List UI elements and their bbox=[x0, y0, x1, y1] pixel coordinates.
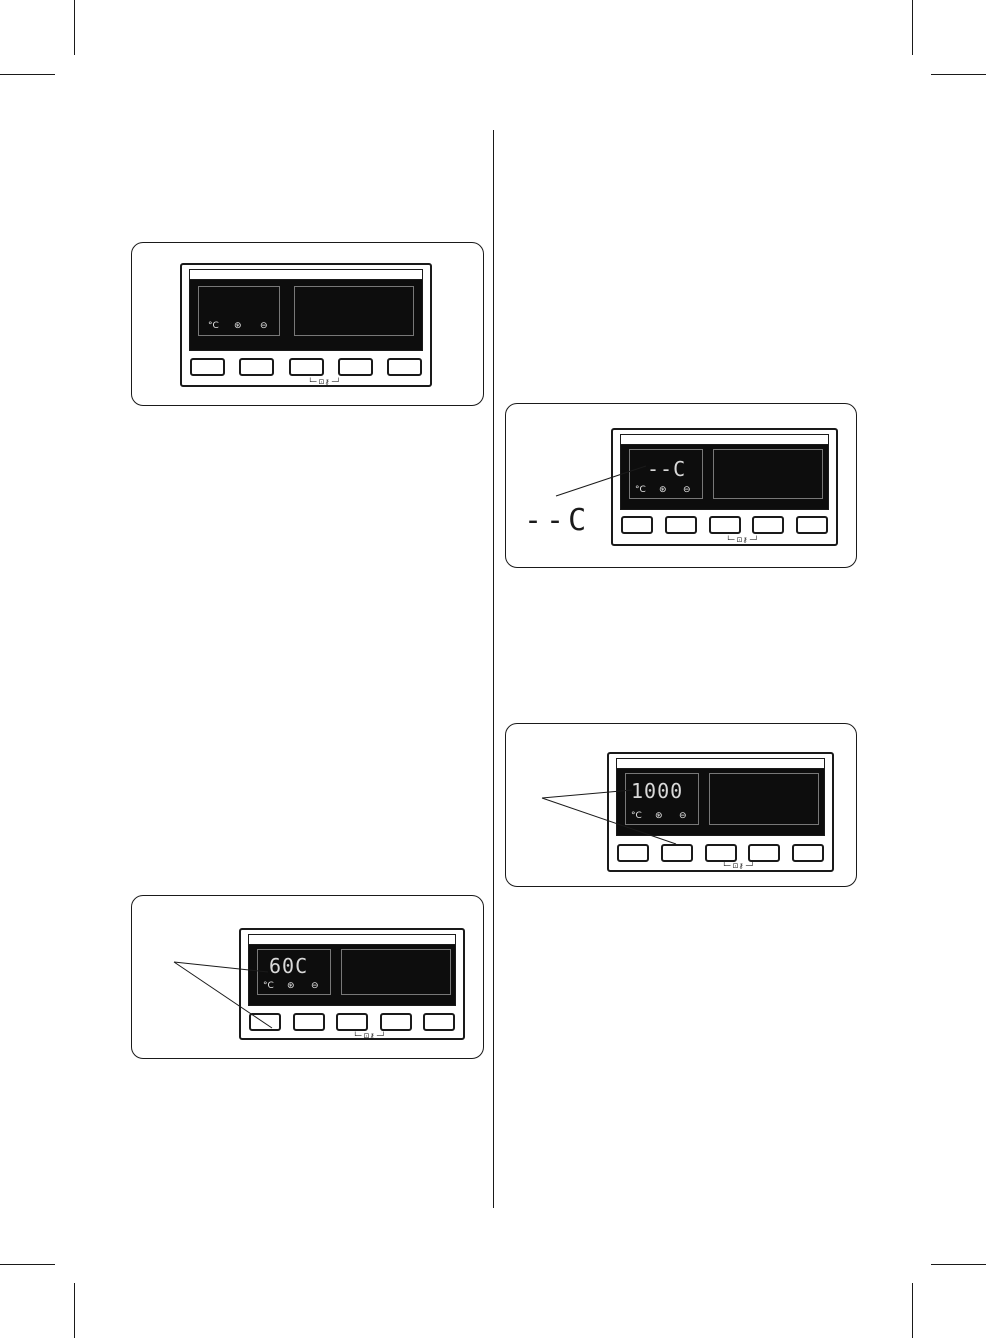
panel-button-4[interactable] bbox=[752, 516, 785, 534]
panel-button-1[interactable] bbox=[621, 516, 653, 534]
panel-button-3[interactable] bbox=[708, 516, 741, 534]
illustration-panel-off: °C ⊛ ⊖ └─ ⊡⚷ ─┘ bbox=[131, 242, 484, 406]
crop-mark bbox=[0, 1264, 55, 1265]
spin-icon: ⊛ bbox=[659, 485, 667, 495]
illustration-temperature: 60C °C ⊛ ⊖ └─ ⊡⚷ ─┘ bbox=[131, 895, 484, 1059]
panel-button-2[interactable] bbox=[664, 516, 697, 534]
crop-mark bbox=[931, 74, 986, 75]
spin-icon: ⊛ bbox=[655, 811, 663, 821]
column-divider bbox=[493, 130, 494, 1208]
display-screen: --C °C ⊛ ⊖ bbox=[620, 434, 829, 510]
digital-display: --C bbox=[647, 457, 687, 481]
control-panel: --C °C ⊛ ⊖ └─ ⊡⚷ ─┘ bbox=[611, 428, 838, 546]
digital-display: 60C bbox=[269, 954, 309, 978]
spin-icon: ⊛ bbox=[287, 981, 295, 991]
temperature-indicator: °C bbox=[208, 321, 219, 331]
crop-mark bbox=[912, 0, 913, 55]
right-display-frame bbox=[709, 773, 819, 825]
key-lock-icon: └─ ⊡⚷ ─┘ bbox=[353, 1032, 386, 1040]
right-display-frame bbox=[341, 949, 451, 995]
timer-icon: ⊖ bbox=[311, 981, 319, 991]
panel-button-5[interactable] bbox=[796, 516, 828, 534]
timer-icon: ⊖ bbox=[683, 485, 691, 495]
crop-mark bbox=[74, 1283, 75, 1338]
key-lock-icon: └─ ⊡⚷ ─┘ bbox=[308, 378, 341, 386]
right-display-frame bbox=[713, 449, 823, 499]
left-display-frame bbox=[198, 286, 280, 336]
display-screen: 1000 °C ⊛ ⊖ bbox=[616, 758, 825, 836]
panel-button-2[interactable] bbox=[660, 844, 693, 862]
panel-button-2[interactable] bbox=[239, 358, 275, 376]
key-lock-icon: └─ ⊡⚷ ─┘ bbox=[722, 862, 755, 870]
right-display-frame bbox=[294, 286, 414, 336]
panel-button-4[interactable] bbox=[748, 844, 781, 862]
callout-display-enlarged: --C bbox=[524, 503, 591, 538]
timer-icon: ⊖ bbox=[679, 811, 687, 821]
illustration-spin-speed: 1000 °C ⊛ ⊖ └─ ⊡⚷ ─┘ bbox=[505, 723, 857, 887]
panel-button-4[interactable] bbox=[379, 1013, 412, 1031]
digital-display: 1000 bbox=[631, 779, 684, 803]
panel-button-5[interactable] bbox=[792, 844, 824, 862]
panel-button-1[interactable] bbox=[617, 844, 649, 862]
panel-button-2[interactable] bbox=[292, 1013, 325, 1031]
panel-button-4[interactable] bbox=[337, 358, 373, 376]
crop-mark bbox=[0, 74, 55, 75]
illustration-no-heating: --C °C ⊛ ⊖ └─ ⊡⚷ ─┘ --C bbox=[505, 403, 857, 568]
control-panel: °C ⊛ ⊖ └─ ⊡⚷ ─┘ bbox=[180, 263, 432, 387]
display-screen: 60C °C ⊛ ⊖ bbox=[248, 934, 456, 1006]
control-panel: 60C °C ⊛ ⊖ └─ ⊡⚷ ─┘ bbox=[239, 928, 465, 1040]
crop-mark bbox=[912, 1283, 913, 1338]
panel-button-1[interactable] bbox=[190, 358, 225, 376]
key-lock-icon: └─ ⊡⚷ ─┘ bbox=[726, 536, 759, 544]
control-panel: 1000 °C ⊛ ⊖ └─ ⊡⚷ ─┘ bbox=[607, 752, 834, 872]
temperature-indicator: °C bbox=[631, 811, 642, 821]
panel-button-5[interactable] bbox=[423, 1013, 455, 1031]
timer-icon: ⊖ bbox=[260, 321, 268, 331]
panel-button-3[interactable] bbox=[288, 358, 324, 376]
temperature-indicator: °C bbox=[635, 485, 646, 495]
panel-button-3[interactable] bbox=[336, 1013, 368, 1031]
panel-button-5[interactable] bbox=[387, 358, 422, 376]
spin-icon: ⊛ bbox=[234, 321, 242, 331]
temperature-indicator: °C bbox=[263, 981, 274, 991]
panel-button-1[interactable] bbox=[249, 1013, 281, 1031]
crop-mark bbox=[74, 0, 75, 55]
panel-button-3[interactable] bbox=[704, 844, 737, 862]
crop-mark bbox=[931, 1264, 986, 1265]
display-screen: °C ⊛ ⊖ bbox=[189, 269, 423, 351]
